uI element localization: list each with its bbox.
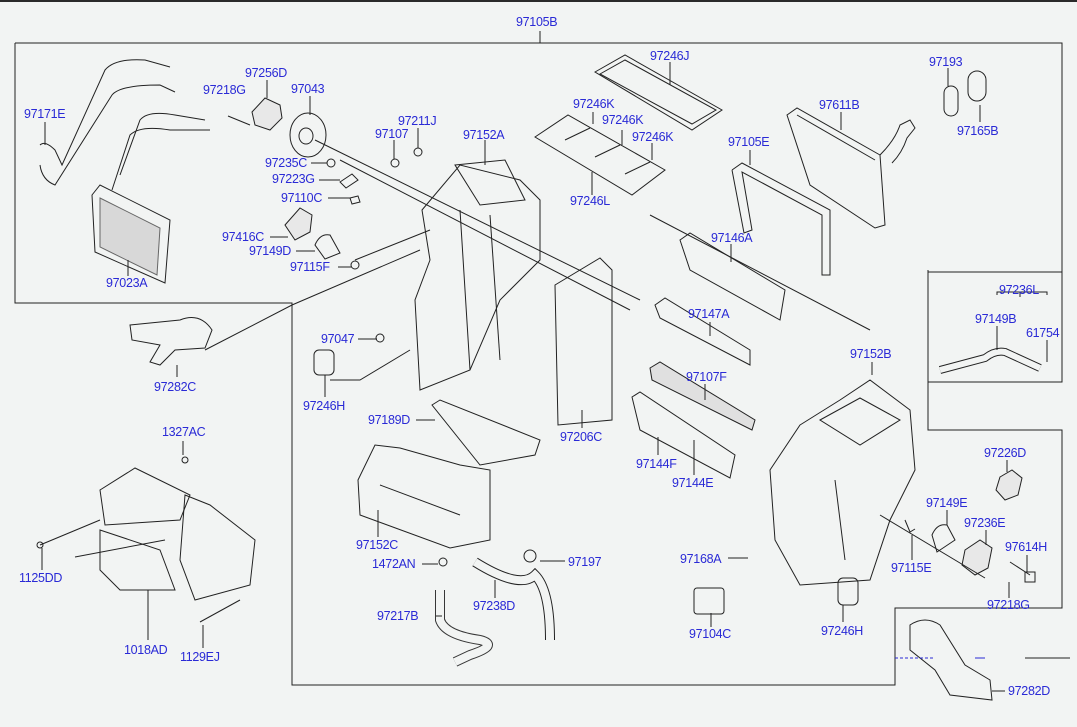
part-label-97115F[interactable]: 97115F [290,260,330,274]
door-97144F-97144E [631,391,736,479]
part-label-97223G[interactable]: 97223G [272,172,315,186]
actuator-97226D [995,469,1023,501]
sensor-subframe [927,271,1063,383]
door-97146A [679,232,786,321]
cam [314,234,341,260]
part-label-97235C[interactable]: 97235C [265,156,307,170]
grommet-97197 [523,549,537,563]
part-label-97149E[interactable]: 97149E [926,496,968,510]
seal-97105E [731,162,831,276]
part-label-97152A[interactable]: 97152A [463,128,505,142]
part-label-97218G-right[interactable]: 97218G [987,598,1030,612]
arm-97115E [904,519,916,533]
part-label-97104C[interactable]: 97104C [689,627,731,641]
part-label-1018AD[interactable]: 1018AD [124,643,168,657]
actuator-97236E [961,539,993,576]
part-label-97246K-1[interactable]: 97246K [573,97,615,111]
part-label-97282C[interactable]: 97282C [154,380,196,394]
part-label-97107[interactable]: 97107 [375,127,409,141]
part-label-97256D[interactable]: 97256D [245,66,287,80]
part-label-97023A[interactable]: 97023A [106,276,148,290]
lever [339,173,359,189]
part-label-97193[interactable]: 97193 [929,55,963,69]
part-label-1327AC[interactable]: 1327AC [162,425,206,439]
part-label-97236L[interactable]: 97236L [999,283,1039,297]
part-label-97614H[interactable]: 97614H [1005,540,1047,554]
part-label-97144E[interactable]: 97144E [672,476,714,490]
part-label-1472AN[interactable]: 1472AN [372,557,416,571]
actuator-left [284,207,313,241]
nut [326,158,336,168]
part-label-97282D[interactable]: 97282D [1008,684,1050,698]
part-label-97168A[interactable]: 97168A [680,552,722,566]
part-label-97149D[interactable]: 97149D [249,244,291,258]
part-label-97105B[interactable]: 97105B [516,15,558,29]
seal-97246J [594,54,723,131]
part-label-97189D[interactable]: 97189D [368,413,410,427]
part-label-97165B[interactable]: 97165B [957,124,999,138]
case-lower [357,444,491,549]
part-label-97236E[interactable]: 97236E [964,516,1006,530]
part-label-97047[interactable]: 97047 [321,332,355,346]
heater-pipe [39,59,210,191]
part-label-97115E[interactable]: 97115E [891,561,932,575]
seal-97246H-right [837,577,859,606]
blower-unit [36,456,256,623]
part-label-97110C[interactable]: 97110C [281,191,323,205]
part-label-97246K-2[interactable]: 97246K [602,113,644,127]
part-label-97211J[interactable]: 97211J [398,114,437,128]
part-label-97144F[interactable]: 97144F [636,457,677,471]
part-label-97246H[interactable]: 97246H [303,399,345,413]
part-label-97152B[interactable]: 97152B [850,347,892,361]
part-label-97206C[interactable]: 97206C [560,430,602,444]
part-label-1125DD[interactable]: 1125DD [19,571,63,585]
nut-97047 [375,333,385,343]
grommet-97193 [943,85,959,117]
case-left [414,159,541,391]
part-label-97149B[interactable]: 97149B [975,312,1017,326]
seal-97104C [693,587,725,615]
leader-lines [41,62,1048,692]
part-label-97107F[interactable]: 97107F [686,370,727,384]
heater-core [91,184,171,284]
part-label-97246L[interactable]: 97246L [570,194,610,208]
blower-seal [289,112,327,158]
part-label-97246H-right[interactable]: 97246H [821,624,863,638]
lever-plate [554,257,613,426]
door-97107F [649,361,756,431]
sensor-97614H [1024,571,1036,583]
part-label-97218G[interactable]: 97218G [203,83,246,97]
part-label-97226D[interactable]: 97226D [984,446,1026,460]
part-label-61754[interactable]: 61754 [1026,326,1060,340]
part-label-97171E[interactable]: 97171E [24,107,66,121]
part-label-97043[interactable]: 97043 [291,82,325,96]
evaporator-core [786,107,916,229]
part-label-97105E[interactable]: 97105E [728,135,770,149]
part-label-97416C[interactable]: 97416C [222,230,264,244]
seal-97246H [313,349,335,376]
seal-97246L [534,114,666,196]
part-label-97611B[interactable]: 97611B [819,98,860,112]
part-label-97217B[interactable]: 97217B [377,609,419,623]
part-label-97152C[interactable]: 97152C [356,538,398,552]
part-label-97146A[interactable]: 97146A [711,231,753,245]
part-label-97246J[interactable]: 97246J [650,49,690,63]
cover-97189D [431,399,541,466]
actuator-top [227,97,283,131]
door-97147A [654,297,751,366]
cam-97149E [931,524,956,553]
grommet-97165B [967,70,987,102]
duct-97282C [129,317,213,366]
top-border [0,0,1077,2]
part-label-97197[interactable]: 97197 [568,555,602,569]
part-label-97238D[interactable]: 97238D [473,599,515,613]
part-label-97246K-3[interactable]: 97246K [632,130,674,144]
duct-97282D [909,619,993,701]
part-label-97147A[interactable]: 97147A [688,307,730,321]
part-label-1129EJ[interactable]: 1129EJ [180,650,220,664]
case-right [769,379,916,586]
